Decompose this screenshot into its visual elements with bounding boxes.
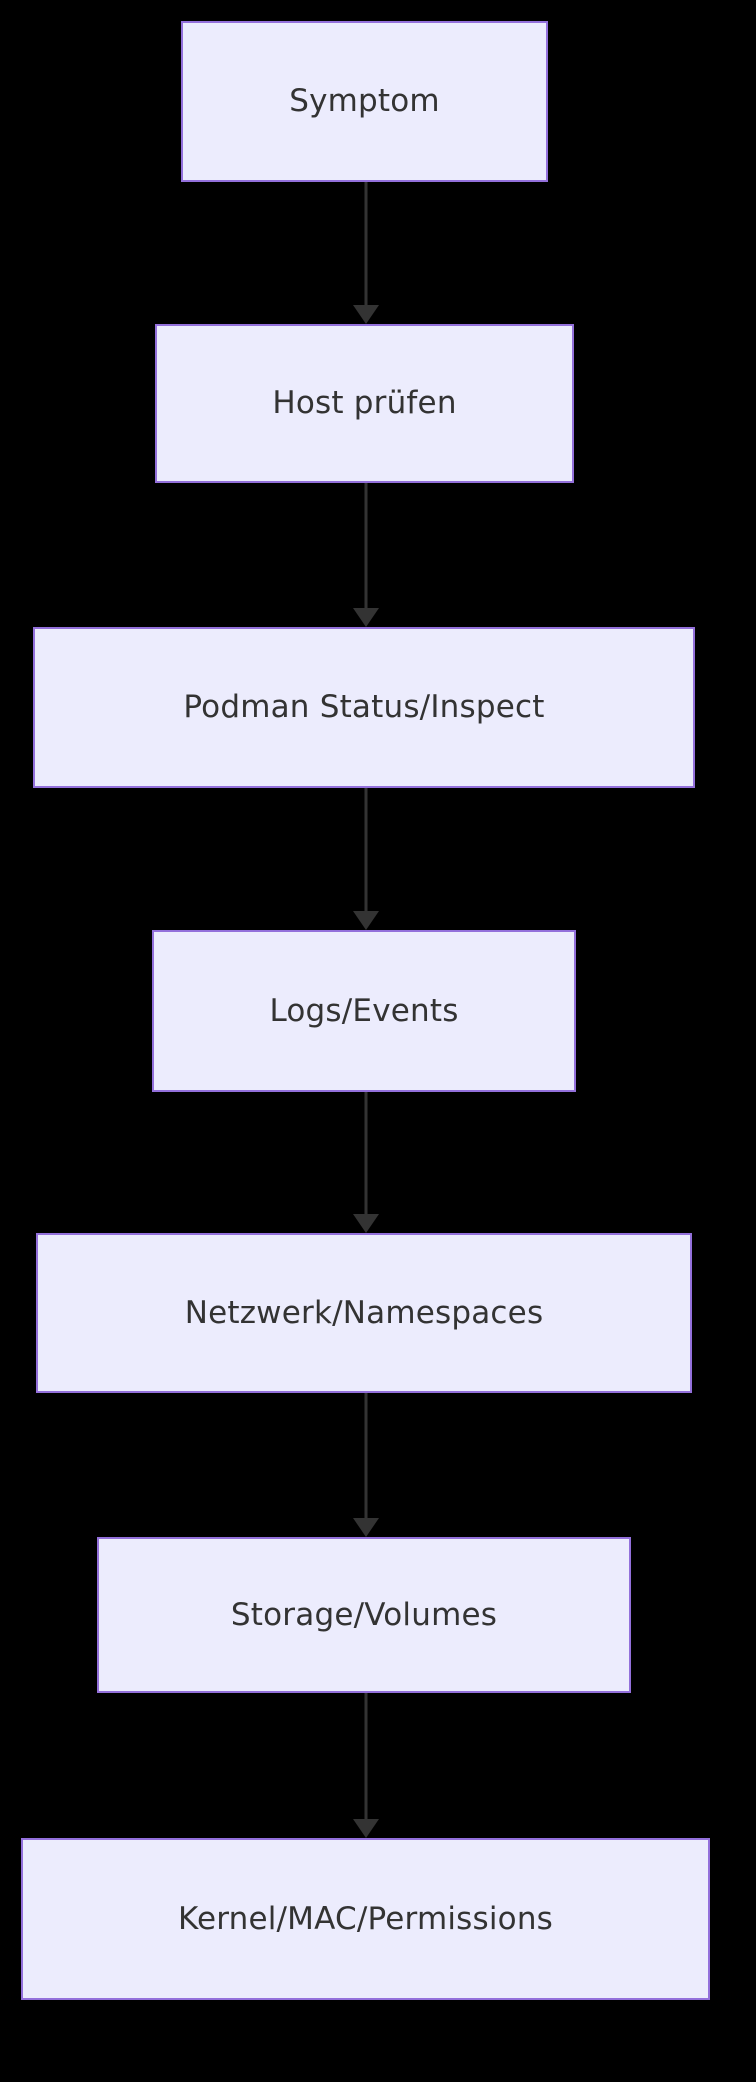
arrowhead-icon	[353, 608, 379, 627]
flowchart-node-n2[interactable]: Host prüfen	[155, 324, 574, 483]
edge-line	[364, 1393, 368, 1518]
flowchart-node-n3[interactable]: Podman Status/Inspect	[33, 627, 695, 788]
edge-line	[364, 1693, 368, 1819]
edge-line	[364, 483, 368, 608]
flowchart-node-n4[interactable]: Logs/Events	[152, 930, 576, 1092]
flowchart-node-label: Storage/Volumes	[230, 1596, 498, 1633]
flowchart-node-label: Logs/Events	[269, 992, 459, 1029]
edge-line	[364, 788, 368, 911]
flowchart-node-label: Symptom	[289, 83, 440, 120]
flowchart-node-label: Kernel/MAC/Permissions	[177, 1900, 554, 1937]
flowchart-node-label: Podman Status/Inspect	[183, 689, 545, 726]
arrowhead-icon	[353, 1214, 379, 1233]
flowchart-node-n1[interactable]: Symptom	[181, 21, 548, 182]
edge-line	[364, 1092, 368, 1214]
flowchart-node-label: Netzwerk/Namespaces	[184, 1294, 544, 1331]
edge-line	[364, 182, 368, 305]
arrowhead-icon	[353, 911, 379, 930]
flowchart-node-label: Host prüfen	[272, 385, 457, 422]
arrowhead-icon	[353, 1819, 379, 1838]
flowchart-node-n6[interactable]: Storage/Volumes	[97, 1537, 631, 1693]
flowchart-node-n7[interactable]: Kernel/MAC/Permissions	[21, 1838, 710, 2000]
arrowhead-icon	[353, 305, 379, 324]
flowchart-node-n5[interactable]: Netzwerk/Namespaces	[36, 1233, 692, 1393]
arrowhead-icon	[353, 1518, 379, 1537]
